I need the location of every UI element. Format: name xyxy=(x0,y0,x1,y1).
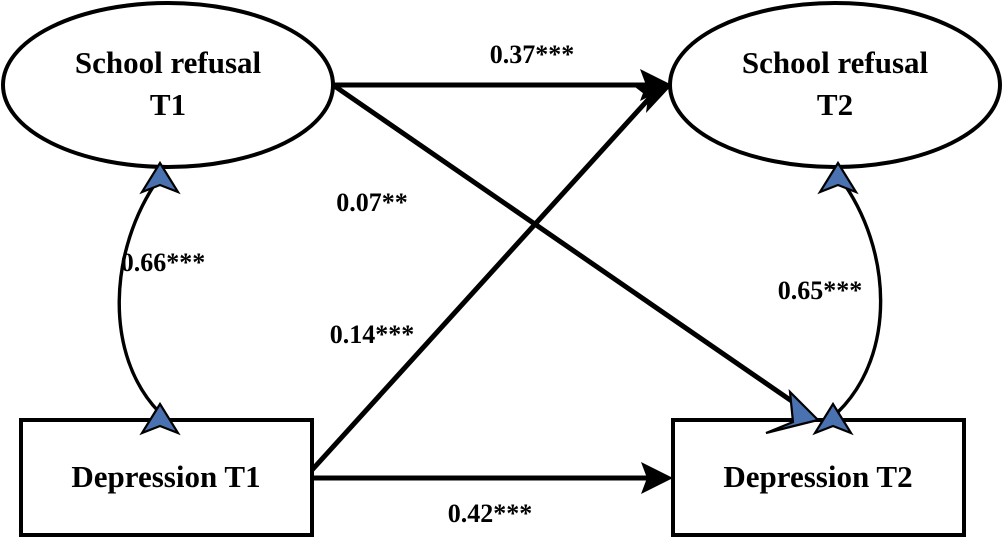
school-refusal-t1-label-line1: School refusal xyxy=(75,45,262,80)
school-refusal-t2-label-line1: School refusal xyxy=(742,45,929,80)
depression-t1-rect xyxy=(19,418,314,537)
depression-t1-label: Depression T1 xyxy=(71,459,260,494)
path-correlation-t2[interactable]: 0.65*** xyxy=(778,160,883,436)
correlation-t1-arrowhead-top xyxy=(139,160,181,195)
autoregressive-school-refusal-label: 0.37*** xyxy=(490,40,575,69)
crosslag-depression-to-refusal-line xyxy=(310,90,657,472)
path-autoregressive-depression[interactable]: 0.42*** xyxy=(313,462,673,528)
correlation-t2-arrowhead-bottom xyxy=(812,401,854,436)
path-correlation-t1[interactable]: 0.66*** xyxy=(117,160,206,436)
correlation-t2-arrowhead-top xyxy=(817,160,859,195)
crosslag-refusal-to-depression-line xyxy=(331,82,798,407)
autoregressive-depression-arrowhead xyxy=(641,462,673,494)
path-autoregressive-school-refusal[interactable]: 0.37*** xyxy=(333,40,672,101)
crosslag-refusal-to-depression-arrowhead xyxy=(765,389,821,435)
node-school-refusal-t2[interactable]: School refusal T2 xyxy=(668,1,1002,169)
crosslag-depression-to-refusal-arrowhead xyxy=(635,85,672,113)
crosslag-refusal-to-depression-label: 0.07** xyxy=(336,188,408,217)
school-refusal-t1-label-line2: T1 xyxy=(150,87,186,122)
path-crosslag-refusal-to-depression[interactable]: 0.07** xyxy=(331,82,821,435)
correlation-t1-label: 0.66*** xyxy=(121,248,206,277)
correlation-t1-arrowhead-bottom xyxy=(139,401,181,436)
depression-t2-label: Depression T2 xyxy=(723,459,912,494)
school-refusal-t2-ellipse xyxy=(668,1,1002,169)
correlation-t1-curve xyxy=(117,177,161,414)
path-crosslag-depression-to-refusal[interactable]: 0.14*** xyxy=(310,85,672,472)
school-refusal-t1-ellipse xyxy=(1,1,335,169)
depression-t2-rect xyxy=(671,418,966,537)
autoregressive-depression-label: 0.42*** xyxy=(448,499,533,528)
node-school-refusal-t1[interactable]: School refusal T1 xyxy=(1,1,335,169)
node-depression-t1[interactable]: Depression T1 xyxy=(19,418,314,537)
correlation-t2-curve xyxy=(836,176,883,414)
correlation-t2-label: 0.65*** xyxy=(778,276,863,305)
school-refusal-t2-label-line2: T2 xyxy=(817,87,853,122)
crosslag-depression-to-refusal-label: 0.14*** xyxy=(330,320,415,349)
node-depression-t2[interactable]: Depression T2 xyxy=(671,418,966,537)
